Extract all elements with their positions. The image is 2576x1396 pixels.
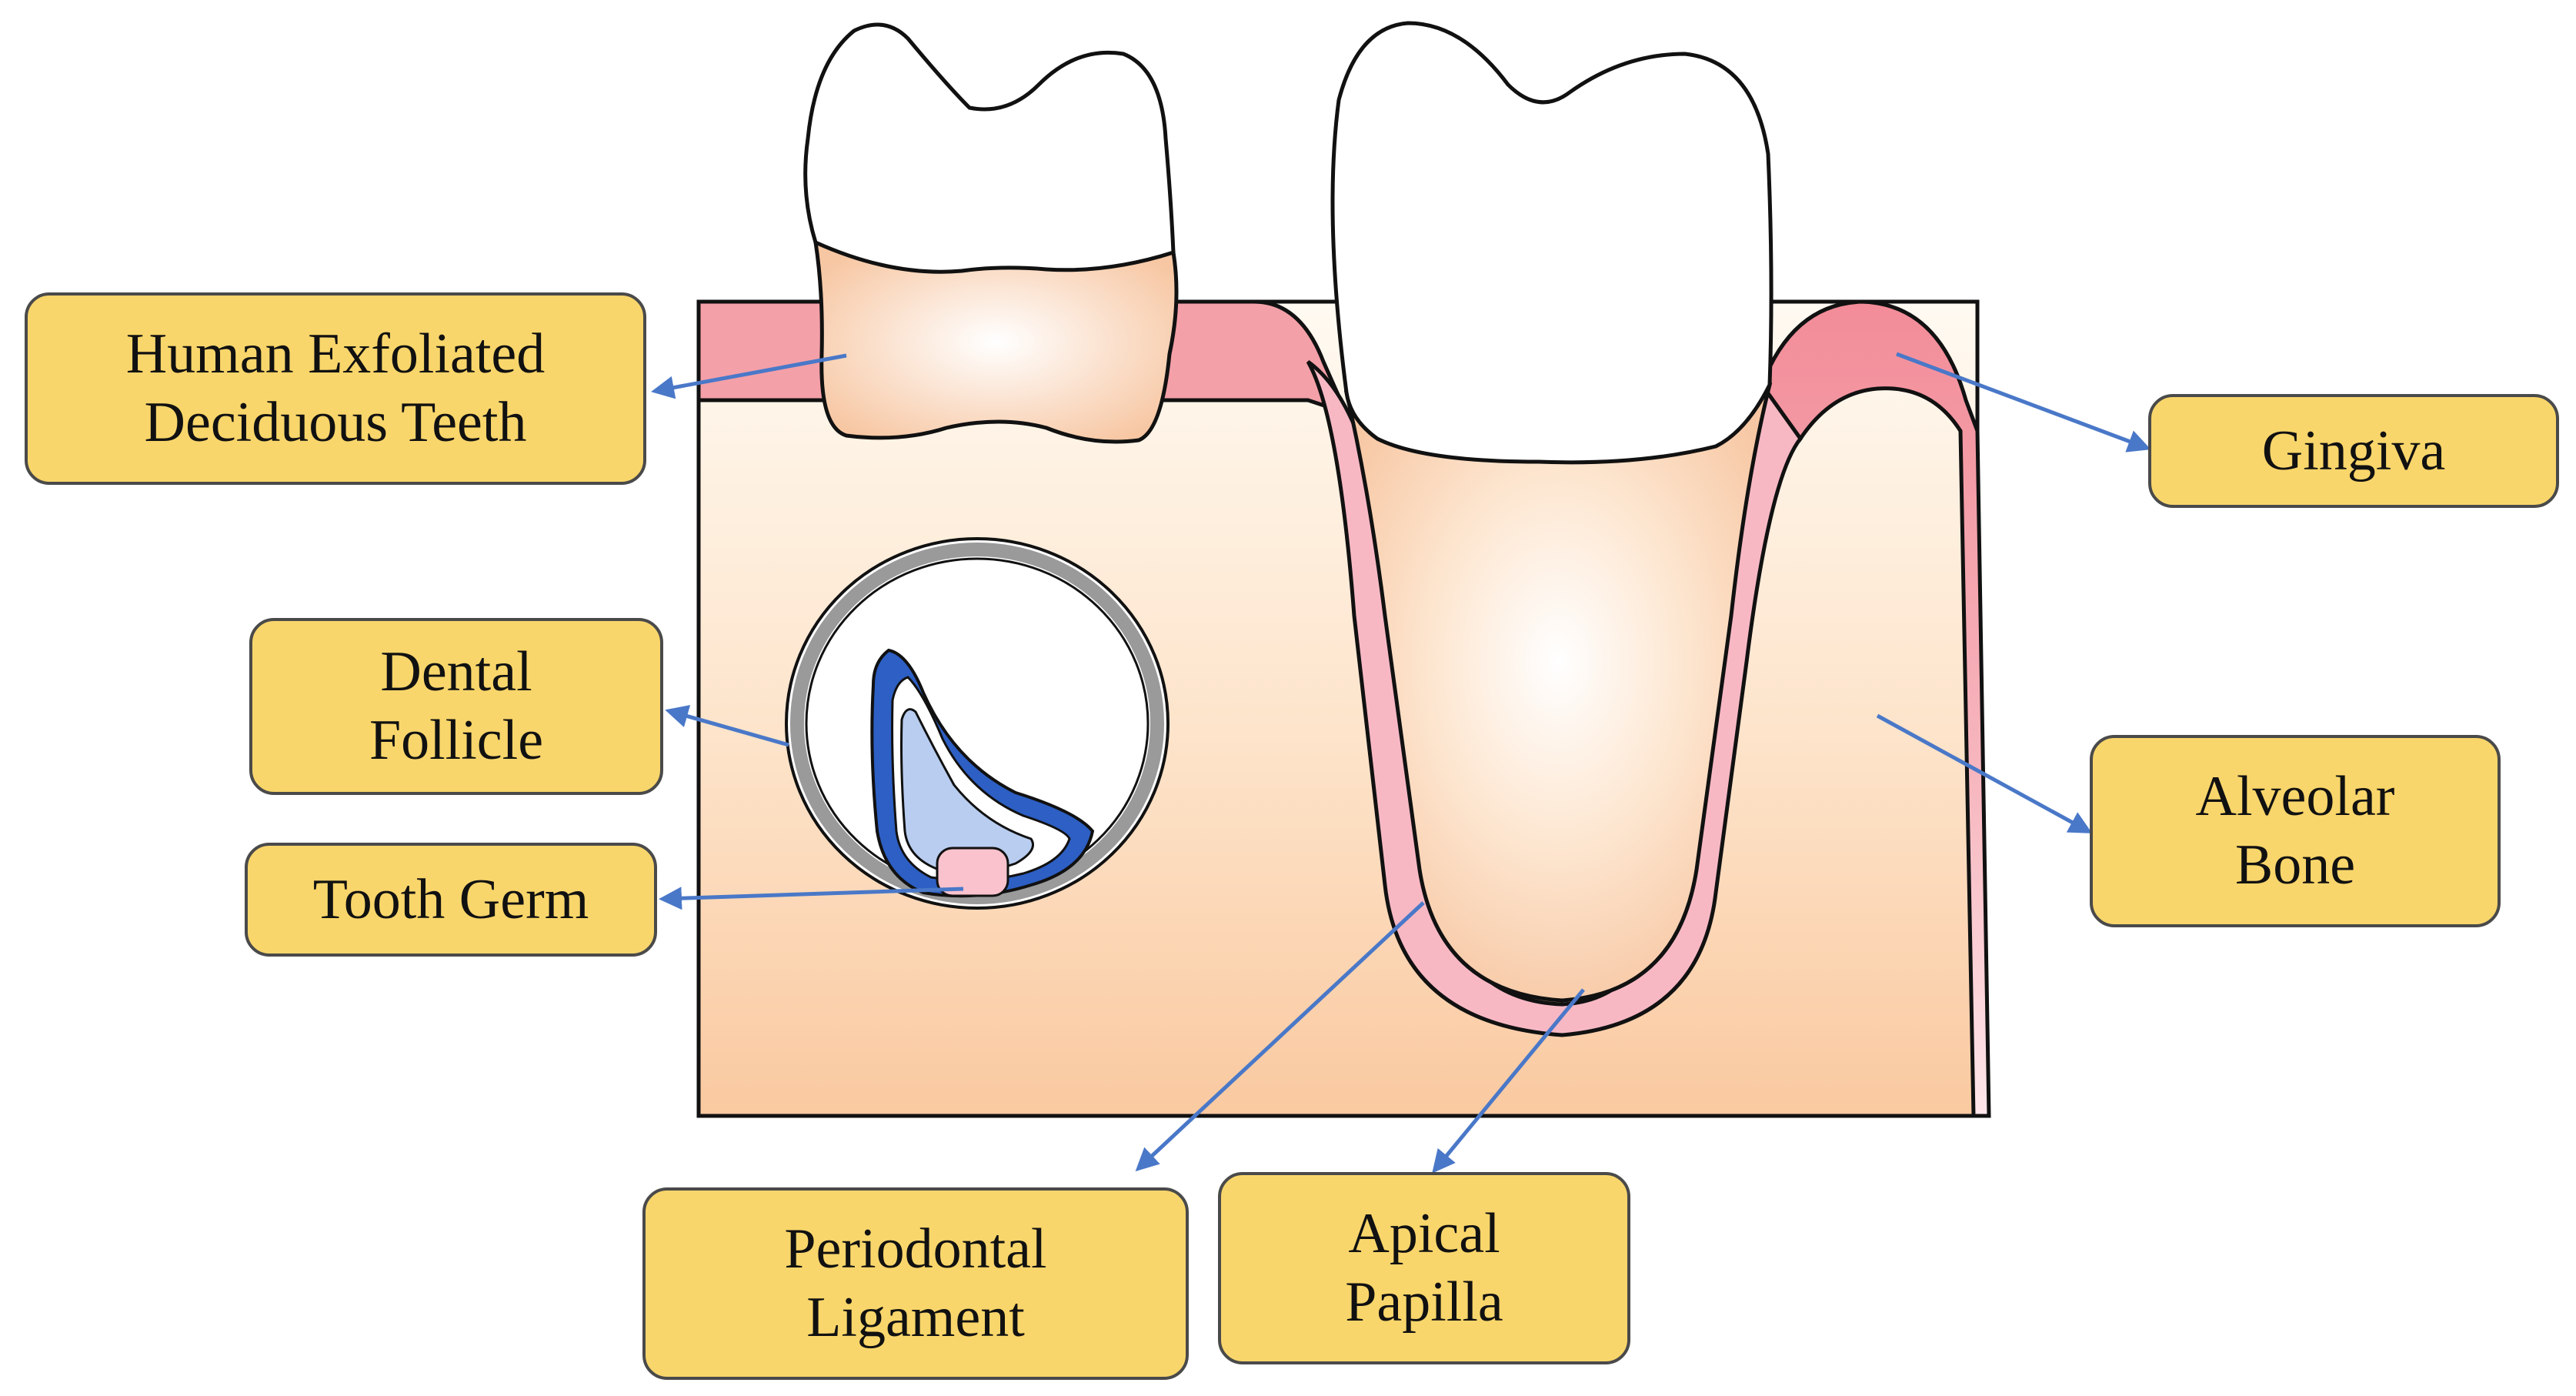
label-text-hedt: Human Exfoliated Deciduous Teeth <box>125 322 546 454</box>
arrow-bone <box>1876 713 2093 833</box>
label-text-alveolar-bone: Alveolar Bone <box>2195 765 2395 897</box>
arrow-pdl <box>1135 901 1425 1172</box>
label-text-tooth-germ: Tooth Germ <box>312 867 589 931</box>
arrow-papilla <box>1432 988 1585 1174</box>
permanent-tooth-crown <box>1330 21 1774 465</box>
label-text-apical-papilla: Apical Papilla <box>1345 1202 1503 1334</box>
label-text-periodontal-ligament: Periodontal Ligament <box>784 1217 1047 1349</box>
label-alveolar-bone: Alveolar Bone <box>2090 735 2501 927</box>
label-gingiva: Gingiva <box>2148 394 2559 508</box>
label-tooth-germ: Tooth Germ <box>245 843 657 957</box>
deciduous-tooth <box>803 22 1179 444</box>
label-human-exfoliated-deciduous-teeth: Human Exfoliated Deciduous Teeth <box>25 292 646 485</box>
arrow-germ <box>659 887 964 910</box>
connector-arrows <box>651 352 2151 1174</box>
label-apical-papilla: Apical Papilla <box>1218 1172 1630 1364</box>
label-periodontal-ligament: Periodontal Ligament <box>642 1187 1189 1380</box>
label-text-gingiva: Gingiva <box>2261 419 2446 483</box>
label-dental-follicle: Dental Follicle <box>249 618 663 795</box>
permanent-tooth-root <box>1343 382 1773 1003</box>
tooth-germ <box>870 648 1095 898</box>
arrow-gingiva <box>1896 352 2151 453</box>
label-text-dental-follicle: Dental Follicle <box>369 640 544 772</box>
arrow-follicle <box>665 705 789 747</box>
arrow-hedt <box>651 353 847 399</box>
